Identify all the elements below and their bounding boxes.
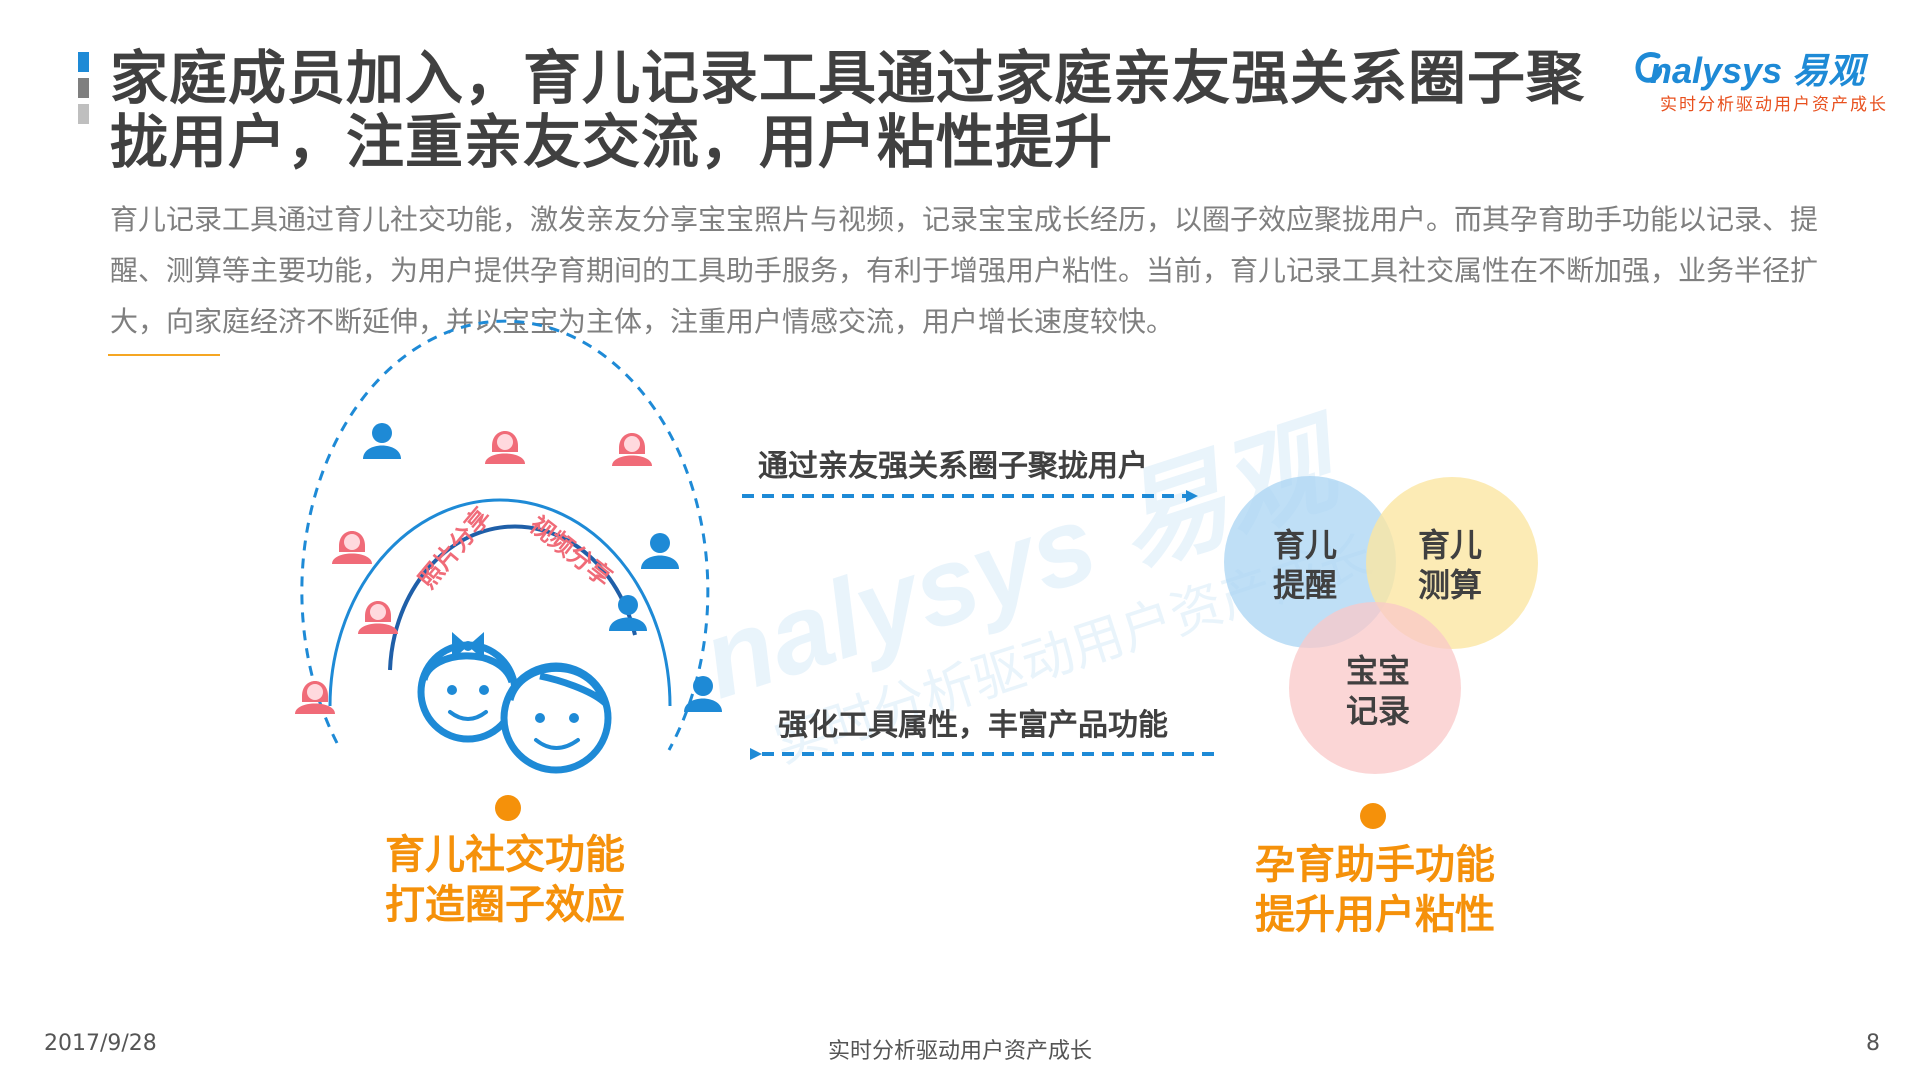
bottom-arrow-label: 强化工具属性，丰富产品功能 — [778, 708, 1168, 743]
title-accent-bar-blue — [78, 52, 89, 72]
title-accent-bar-light — [78, 104, 89, 124]
venn-circle-record — [1289, 602, 1461, 774]
footer-slogan: 实时分析驱动用户资产成长 — [827, 1039, 1092, 1064]
outer-dashed-arc — [300, 319, 710, 751]
top-arrow-label: 通过亲友强关系圈子聚拢用户 — [758, 449, 1148, 484]
person-icon — [485, 431, 525, 464]
children-faces-icon — [417, 632, 612, 774]
left-caption-line2: 打造圈子效应 — [385, 882, 625, 928]
venn-calculation-line1: 育儿 — [1418, 526, 1482, 564]
analysys-logo: nalysys 易观 实时分析驱动用户资产成长 — [1632, 40, 1892, 120]
venn-calculation-line2: 测算 — [1418, 566, 1482, 604]
person-icon — [641, 533, 679, 569]
venn-record-line1: 宝宝 — [1346, 652, 1410, 690]
person-icon — [358, 601, 398, 634]
right-caption-dot — [1360, 803, 1386, 829]
person-icon — [612, 433, 652, 466]
venn-reminder-line2: 提醒 — [1273, 566, 1337, 604]
footer-date: 2017/9/28 — [44, 1031, 157, 1056]
photo-share-label: 照片分享 — [413, 502, 496, 594]
logo-slogan: 实时分析驱动用户资产成长 — [1660, 95, 1888, 115]
right-caption-line1: 孕育助手功能 — [1255, 842, 1495, 888]
venn-reminder-line1: 育儿 — [1273, 526, 1337, 564]
right-caption-line2: 提升用户粘性 — [1255, 892, 1495, 938]
person-icon — [363, 423, 401, 459]
page-title: 家庭成员加入，育儿记录工具通过家庭亲友强关系圈子聚拢用户，注重亲友交流，用户粘性… — [110, 44, 1586, 176]
venn-record-line2: 记录 — [1346, 692, 1410, 730]
person-icon — [332, 531, 372, 564]
left-caption-line1: 育儿社交功能 — [385, 832, 625, 878]
title-accent-bar-gray — [78, 78, 89, 98]
left-caption-dot — [495, 795, 521, 821]
logo-swoosh-icon — [1635, 52, 1662, 83]
page-number: 8 — [1866, 1031, 1880, 1056]
inner-arc — [388, 524, 637, 671]
intro-divider — [108, 354, 220, 356]
intro-paragraph: 育儿记录工具通过育儿社交功能，激发亲友分享宝宝照片与视频，记录宝宝成长经历，以圈… — [110, 203, 1819, 338]
video-share-label: 视频分享 — [524, 511, 617, 592]
logo-brand: nalysys 易观 — [1650, 50, 1865, 91]
middle-arc — [328, 498, 672, 707]
venn-circle-calculation — [1366, 477, 1538, 649]
person-icon — [609, 595, 647, 631]
